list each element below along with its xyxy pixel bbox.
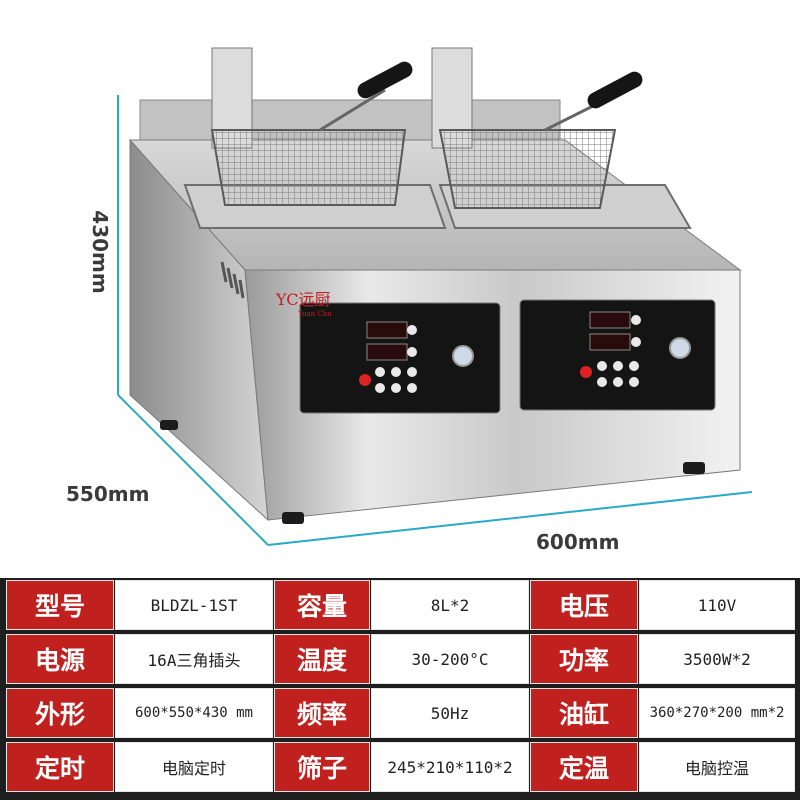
height-dimension-label: 430mm bbox=[88, 210, 112, 294]
spec-value: 3500W*2 bbox=[639, 634, 795, 684]
spec-label: 定温 bbox=[530, 742, 638, 792]
spec-label: 筛子 bbox=[274, 742, 370, 792]
svg-text:Yuan Chu: Yuan Chu bbox=[297, 310, 332, 318]
spec-label: 电源 bbox=[6, 634, 114, 684]
spec-label: 外形 bbox=[6, 688, 114, 738]
spec-label: 频率 bbox=[274, 688, 370, 738]
spec-row: 定时 电脑定时 筛子 245*210*110*2 定温 电脑控温 bbox=[0, 742, 800, 792]
spec-label: 功率 bbox=[530, 634, 638, 684]
width-dimension-label: 600mm bbox=[536, 530, 620, 554]
fry-basket-left bbox=[210, 47, 413, 206]
spec-row: 型号 BLDZL-1ST 容量 8L*2 电压 110V bbox=[0, 580, 800, 630]
spec-value: 8L*2 bbox=[371, 580, 529, 630]
spec-label: 容量 bbox=[274, 580, 370, 630]
product-image: YC远厨 Yuan Chu 430mm 550mm 600mm bbox=[66, 47, 753, 554]
spec-label: 定时 bbox=[6, 742, 114, 792]
spec-value: 110V bbox=[639, 580, 795, 630]
spec-row: 电源 16A三角插头 温度 30-200°C 功率 3500W*2 bbox=[0, 634, 800, 684]
svg-text:YC远厨: YC远厨 bbox=[275, 290, 331, 309]
depth-dimension-label: 550mm bbox=[66, 482, 150, 506]
fry-basket-right bbox=[431, 47, 643, 209]
spec-label: 电压 bbox=[530, 580, 638, 630]
spec-value: 245*210*110*2 bbox=[371, 742, 529, 792]
spec-value: 50Hz bbox=[371, 688, 529, 738]
dimension-lines bbox=[117, 95, 753, 546]
spec-value: 电脑控温 bbox=[639, 742, 795, 792]
spec-value: 360*270*200 mm*2 bbox=[639, 688, 795, 738]
control-panel-right bbox=[519, 299, 716, 411]
spec-table: 型号 BLDZL-1ST 容量 8L*2 电压 110V 电源 16A三角插头 … bbox=[0, 578, 800, 800]
spec-value: 30-200°C bbox=[371, 634, 529, 684]
spec-value: 16A三角插头 bbox=[115, 634, 273, 684]
spec-label: 油缸 bbox=[530, 688, 638, 738]
fryer-illustration: YC远厨 Yuan Chu bbox=[117, 47, 753, 546]
spec-label: 型号 bbox=[6, 580, 114, 630]
spec-value: BLDZL-1ST bbox=[115, 580, 273, 630]
control-panel-left bbox=[299, 302, 501, 414]
brand-logo: YC远厨 Yuan Chu bbox=[275, 290, 332, 318]
spec-row: 外形 600*550*430 mm 频率 50Hz 油缸 360*270*200… bbox=[0, 688, 800, 738]
spec-value: 电脑定时 bbox=[115, 742, 273, 792]
spec-label: 温度 bbox=[274, 634, 370, 684]
spec-value: 600*550*430 mm bbox=[115, 688, 273, 738]
